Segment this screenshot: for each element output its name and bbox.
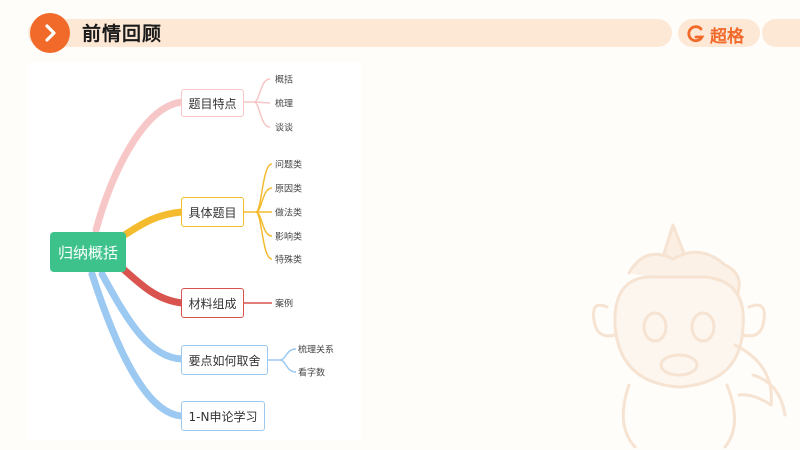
brand-name: 超格 [710, 26, 744, 47]
leaf-sort-out: 梳理 [275, 99, 294, 110]
leaf-problem-type: 问题类 [275, 160, 303, 171]
chevron-right-icon [30, 13, 70, 53]
brand-logo: 超格 [686, 20, 744, 48]
leaf-summarize: 概括 [275, 75, 294, 86]
leaf-cause-type: 原因类 [275, 184, 303, 195]
connector-branch-3 [116, 262, 186, 307]
leaf-impact-type: 影响类 [275, 232, 303, 243]
leaf-discuss: 谈谈 [275, 123, 294, 134]
connector-branch-4 [98, 270, 186, 363]
branch-node-1n-learning: 1-N申论学习 [181, 401, 265, 431]
mindmap-connectors [88, 78, 297, 420]
unicorn-mascot-watermark [592, 223, 787, 449]
page-title: 前情回顾 [82, 23, 163, 45]
leaf-sort-relations: 梳理关系 [298, 345, 335, 356]
branch-node-material-composition: 材料组成 [181, 288, 244, 318]
branch-node-title-features: 题目特点 [181, 89, 244, 117]
leaf-special-type: 特殊类 [275, 255, 303, 266]
connector-branch-5 [88, 270, 186, 420]
mindmap-root: 归纳概括 [50, 232, 126, 272]
connector-leaves-2 [244, 163, 273, 260]
leaf-method-type: 做法类 [275, 208, 303, 219]
leaf-case: 案例 [275, 299, 294, 310]
brand-g-icon [687, 25, 705, 43]
connector-branch-2 [116, 208, 186, 242]
mindmap-panel: 归纳概括 题目特点 具体题目 材料组成 要点如何取舍 1-N申论学习 概括 梳理… [28, 62, 361, 440]
connector-branch-1 [92, 98, 186, 234]
connector-leaves-1 [244, 78, 271, 128]
edge-band [762, 19, 800, 47]
brand-band [678, 19, 760, 47]
connector-leaves-4 [268, 348, 297, 373]
leaf-word-count: 看字数 [298, 368, 326, 379]
branch-node-key-points: 要点如何取舍 [181, 345, 268, 375]
branch-node-specific-questions: 具体题目 [181, 197, 244, 227]
title-band [28, 19, 672, 47]
